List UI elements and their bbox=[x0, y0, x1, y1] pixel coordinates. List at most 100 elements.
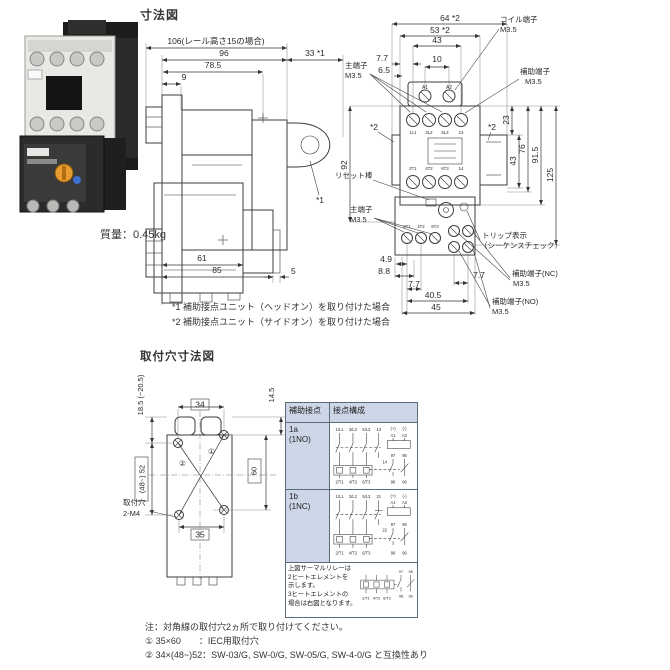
dim-43-right: 43 bbox=[508, 156, 518, 166]
diag1b-95: 95 bbox=[402, 522, 407, 527]
dim-61: 61 bbox=[197, 253, 207, 263]
table-row-1a: 1a (1NO) bbox=[285, 422, 418, 490]
dim-53: 53 *2 bbox=[430, 25, 450, 35]
diag1a-b2: 4/T2 bbox=[349, 480, 358, 485]
front-view-device: A1 A2 1L1 3L2 5L3 13 2T1 4T2 6T3 14 bbox=[391, 81, 508, 256]
dim-96: 96 bbox=[219, 48, 229, 58]
diag1a-l4: 13 bbox=[376, 427, 381, 432]
table-header-aux-contact: 補助接点 bbox=[285, 402, 330, 423]
diag1b-l3: 5/L3 bbox=[362, 494, 371, 499]
trip-display-label: トリップ表示 bbox=[482, 230, 527, 240]
mounting-extension-lines bbox=[145, 409, 285, 533]
dim-4-9: 4.9 bbox=[380, 254, 392, 264]
ref-star1-leader bbox=[309, 160, 320, 196]
diag1b-plus: (+) bbox=[390, 493, 396, 498]
aux-terminal-size: M3.5 bbox=[525, 77, 542, 86]
diag1a-95: 95 bbox=[402, 453, 407, 458]
dim-45: 45 bbox=[431, 302, 441, 312]
diag1a-b3: 6/T3 bbox=[362, 480, 371, 485]
diag1b-97: 97 bbox=[391, 522, 396, 527]
note-98: 98 bbox=[399, 595, 403, 599]
dim-23: 23 bbox=[501, 115, 511, 125]
diag1b-b1: 2/T1 bbox=[335, 551, 344, 556]
note-96: 96 bbox=[409, 595, 413, 599]
ref-star2-left: *2 bbox=[370, 122, 378, 132]
main-terminal-label: 主端子 bbox=[345, 60, 368, 70]
dim-125: 125 bbox=[545, 168, 555, 182]
dim-64: 64 *2 bbox=[440, 13, 460, 23]
mounting-device-outline bbox=[149, 411, 277, 586]
front-dimension-lines bbox=[348, 22, 558, 315]
ref-star1: *1 bbox=[316, 195, 324, 205]
diag1b-minus: (-) bbox=[402, 493, 407, 498]
aux-no-size: M3.5 bbox=[492, 307, 509, 316]
terminal-a1: A1 bbox=[422, 85, 428, 91]
diag1b-l4: 21 bbox=[376, 494, 381, 499]
terminal-2t1: 2T1 bbox=[409, 166, 417, 171]
star2-right-leader bbox=[487, 131, 492, 141]
dimension-section-title: 寸法図 bbox=[140, 8, 180, 22]
row-1a-id: 1a bbox=[289, 425, 298, 434]
diag1b-l1: 1/L1 bbox=[336, 494, 345, 499]
side-view-device bbox=[145, 94, 331, 304]
side-dimension-lines bbox=[146, 46, 343, 279]
dim-7-7-bottom: 7.7 bbox=[408, 279, 420, 289]
diag1b-b3: 6/T3 bbox=[362, 551, 371, 556]
note-95: 95 bbox=[409, 570, 413, 574]
mount-hole-size: 2-M4 bbox=[123, 509, 140, 518]
mounting-dimensions bbox=[150, 405, 283, 529]
dim-92: 92 bbox=[339, 160, 349, 170]
main-terminal-size: M3.5 bbox=[345, 71, 362, 80]
bottom-note-1: 注：対角線の取付穴2ヵ所で取り付けてください。 bbox=[145, 622, 348, 632]
note-b1: 2/T1 bbox=[362, 596, 370, 600]
diag1a-97: 97 bbox=[391, 453, 396, 458]
diag1a-96: 96 bbox=[402, 480, 407, 485]
aux-terminal-label: 補助端子 bbox=[520, 66, 550, 76]
bottom-notes: 注：対角線の取付穴2ヵ所で取り付けてください。 ① 35×60 ：IEC用取付穴… bbox=[145, 620, 428, 662]
circled-2: ② bbox=[179, 459, 186, 468]
terminal-3l2: 3L2 bbox=[425, 130, 433, 135]
ref-star2-right: *2 bbox=[488, 122, 496, 132]
diag1b-98: 98 bbox=[391, 551, 396, 556]
circuit-diagram-1nc: 1/L1 3/L2 5/L3 21 (+) (-) A1 A2 22 97 95… bbox=[333, 493, 411, 556]
dim-5: 5 bbox=[291, 266, 296, 276]
diag1b-l2: 3/L2 bbox=[349, 494, 358, 499]
circuit-diagram-1no: 1/L1 3/L2 5/L3 13 (+) (-) A1 A2 14 97 95… bbox=[333, 426, 411, 485]
relay-terminal-4t2: 4T2 bbox=[417, 224, 425, 229]
front-extension-lines bbox=[350, 24, 560, 315]
contact-config-table-wrap: 補助接点 接点構成 1a (1NO) bbox=[285, 402, 418, 618]
row-1b-id: 1b bbox=[289, 492, 298, 501]
footnote-2: *2 補助接点ユニット（サイドオン）を取り付けた場合 bbox=[172, 317, 391, 327]
diag1a-l2: 3/L2 bbox=[349, 427, 358, 432]
dim-48-52: (48~) 52 bbox=[138, 465, 147, 493]
dim-76: 76 bbox=[517, 144, 527, 154]
circuit-1a-lines bbox=[333, 433, 411, 478]
note-diagram-lines bbox=[360, 574, 415, 594]
front-callouts: 主端子 M3.5 コイル端子 M3.5 補助端子 M3.5 リセット棒 主端子 … bbox=[335, 14, 562, 316]
note-line-1: 上図サーマルリレーは bbox=[288, 565, 351, 572]
row-1b-type: (1NC) bbox=[289, 502, 311, 511]
dim-7-7-top: 7.7 bbox=[376, 53, 388, 63]
diag1a-l1: 1/L1 bbox=[336, 427, 345, 432]
diag1a-m: 14 bbox=[383, 460, 388, 465]
contact-config-table: 補助接点 接点構成 1a (1NO) bbox=[285, 402, 418, 618]
dim-48-52-box bbox=[134, 456, 149, 502]
diag1a-98: 98 bbox=[391, 480, 396, 485]
terminal-a2: A2 bbox=[446, 85, 452, 91]
diag1a-l3: 5/L3 bbox=[362, 427, 371, 432]
mount-hole-leader bbox=[148, 510, 177, 518]
main-terminal2-size: M3.5 bbox=[350, 215, 367, 224]
coil-terminal-label: コイル端子 bbox=[500, 14, 538, 24]
relay-terminal-2t1: 2T1 bbox=[403, 224, 411, 229]
note-97: 97 bbox=[399, 570, 403, 574]
diag1a-a1: A1 bbox=[391, 433, 397, 438]
diag1a-minus: (-) bbox=[402, 426, 407, 431]
overload-relay-body bbox=[19, 135, 126, 213]
front-view-drawing: 64 *2 53 *2 43 7.7 6.5 10 23 43 76 91.5 … bbox=[335, 13, 562, 316]
dim-35-box bbox=[190, 528, 210, 541]
aux-no-label: 補助端子(NO) bbox=[492, 296, 539, 306]
dim-60-box bbox=[247, 458, 262, 484]
dim-34: 34 bbox=[195, 400, 205, 410]
mounting-hole-drawing: ① ② 34 35 18.5 (~20.5) bbox=[123, 374, 285, 586]
table-header-contact-config: 接点構成 bbox=[329, 402, 418, 423]
